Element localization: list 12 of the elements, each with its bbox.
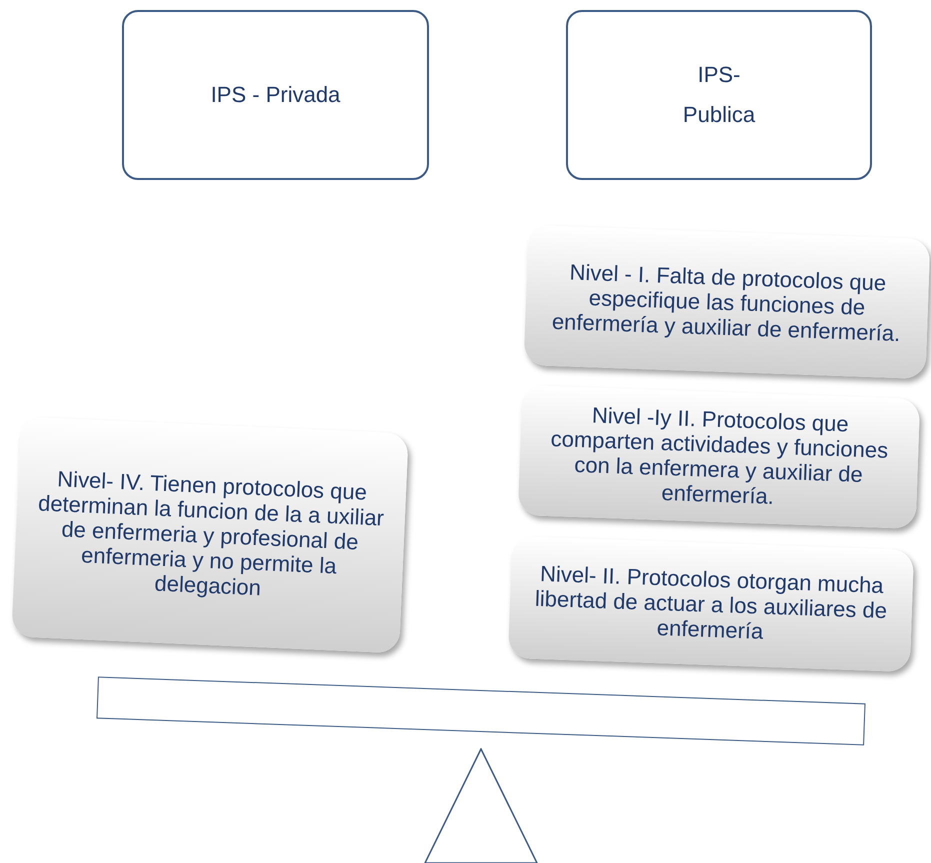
org-box [566,10,872,180]
level-text: Nivel - I. Falta de protocolos que especifique las funciones de enfermería y auxiliar de enfermería. [550,258,902,346]
level-text: Nivel- IV. Tienen protocolos que determinan la funcion de la a uxiliar de enfermeria y profesional de enfermeria y no permite la delegacion [36,464,386,602]
box-label: IPS- Publica [682,61,756,129]
level-text: Nivel- II. Protocolos otorgan mucha libertad de actuar a los auxiliares de enfermería [534,560,888,646]
fulcrum-triangle [424,748,538,863]
level-card [524,225,930,379]
level-card [508,536,914,672]
box-label: IPS - Privada [210,82,340,108]
level-text: Nivel -Iy II. Protocolos que comparten actividades y funciones con la enfermera y auxiliar de enfermería. [549,402,890,511]
level-card [518,385,920,529]
org-box [122,10,429,180]
